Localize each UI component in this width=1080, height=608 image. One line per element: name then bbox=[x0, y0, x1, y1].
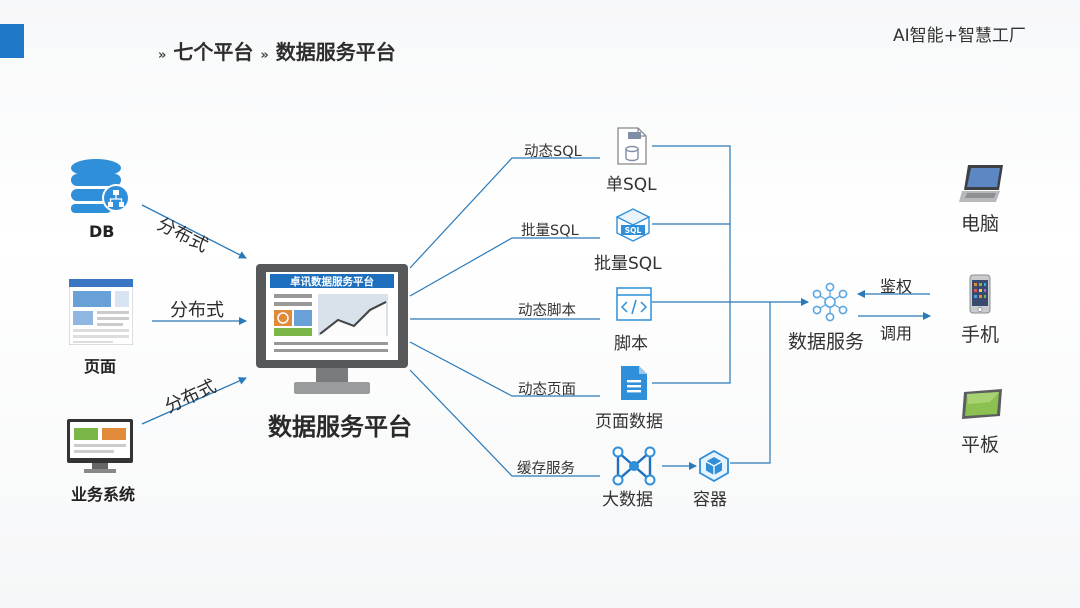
page-title: » 七个平台 » 数据服务平台 bbox=[158, 36, 396, 65]
monitor-icon bbox=[67, 419, 133, 473]
platform-name: 数据服务平台 bbox=[268, 413, 412, 441]
container-icon bbox=[699, 450, 729, 482]
batch-sql-icon: SQL bbox=[615, 208, 651, 242]
link-label-dynamic-script: 动态脚本 bbox=[518, 303, 576, 319]
title-separator: » bbox=[260, 48, 269, 63]
link-label-cache: 缓存服务 bbox=[517, 461, 575, 477]
sql-file-icon bbox=[617, 127, 647, 165]
edge-platform-batch-sql bbox=[409, 237, 600, 297]
db-label: DB bbox=[89, 222, 115, 241]
edge-platform-cache bbox=[409, 369, 600, 477]
webpage-icon bbox=[69, 279, 133, 345]
batch-sql-label: 批量SQL bbox=[594, 254, 662, 274]
brand-label: AI智能+智慧工厂 bbox=[893, 26, 1026, 46]
network-icon bbox=[612, 446, 656, 486]
edge-platform-page bbox=[409, 341, 600, 397]
document-icon bbox=[621, 366, 647, 400]
script-label: 脚本 bbox=[614, 334, 648, 354]
link-label-batch-sql: 批量SQL bbox=[521, 223, 579, 239]
edge-container-bus bbox=[730, 302, 771, 464]
pc-label: 电脑 bbox=[961, 213, 1000, 235]
hub-network-icon bbox=[812, 282, 848, 322]
container-label: 容器 bbox=[693, 490, 727, 510]
phone-label: 手机 bbox=[961, 324, 1000, 346]
link-label-dynamic-sql: 动态SQL bbox=[524, 144, 582, 160]
laptop-icon bbox=[959, 165, 1003, 202]
tablet-label: 平板 bbox=[961, 434, 1000, 456]
edge-single-sql-bus bbox=[652, 145, 731, 302]
database-icon bbox=[71, 159, 130, 213]
corner-accent bbox=[0, 24, 24, 58]
edge-db-platform bbox=[141, 204, 247, 259]
code-icon bbox=[616, 287, 652, 321]
business-label: 业务系统 bbox=[71, 485, 136, 504]
page-label: 页面 bbox=[84, 357, 117, 376]
link-label-dynamic-page: 动态页面 bbox=[518, 382, 576, 398]
platform-screen-title: 卓讯数据服务平台 bbox=[290, 276, 374, 288]
big-data-label: 大数据 bbox=[602, 490, 653, 510]
hub-label: 数据服务 bbox=[788, 331, 865, 353]
edge-business-platform bbox=[141, 377, 247, 425]
phone-icon bbox=[969, 274, 991, 314]
title-subsection: 数据服务平台 bbox=[275, 40, 396, 64]
edge-platform-single-sql bbox=[409, 157, 600, 269]
title-bullet: » bbox=[158, 48, 167, 63]
call-label: 调用 bbox=[880, 324, 913, 343]
edge-label-page: 分布式 bbox=[170, 300, 224, 321]
page-data-label: 页面数据 bbox=[595, 412, 663, 432]
single-sql-label: 单SQL bbox=[606, 175, 657, 195]
edge-page-bus bbox=[652, 302, 731, 384]
auth-label: 鉴权 bbox=[880, 277, 913, 296]
title-section: 七个平台 bbox=[173, 40, 254, 64]
tablet-icon bbox=[962, 389, 1002, 419]
sql-badge-text: SQL bbox=[625, 226, 642, 235]
platform-monitor bbox=[256, 264, 408, 394]
